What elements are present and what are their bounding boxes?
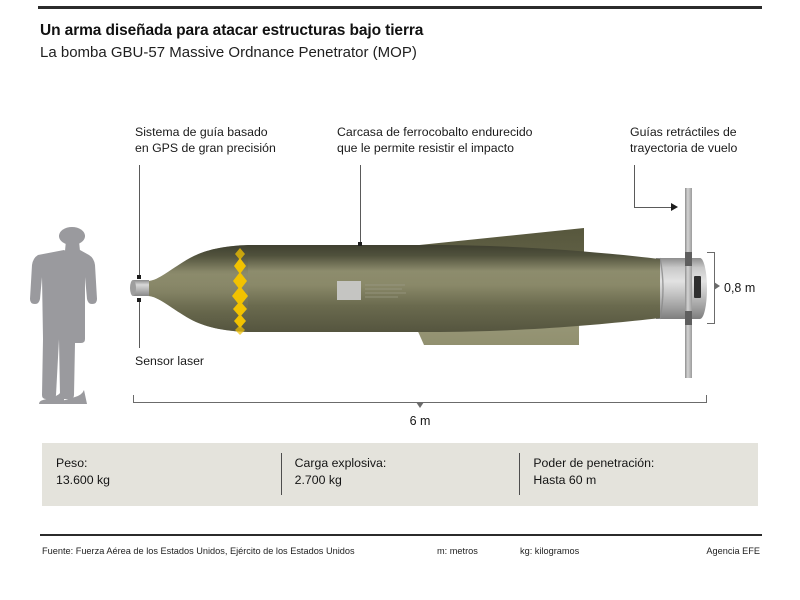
annotation-gps-guidance: Sistema de guía basado en GPS de gran pr… [135, 124, 276, 156]
stencil-label-patch [337, 281, 361, 300]
footer-unit-meters: m: metros [437, 546, 478, 556]
leader-line-casing [360, 165, 361, 244]
human-scale-silhouette [30, 227, 97, 404]
page-title: Un arma diseñada para atacar estructuras… [40, 22, 424, 39]
annotation-casing-line1: Carcasa de ferrocobalto endurecido [337, 125, 533, 139]
leader-dot-laser [137, 298, 141, 302]
tail-cylinder [656, 258, 700, 319]
nose-cone-shading [148, 245, 248, 332]
spec-cell-explosive: Carga explosiva: 2.700 kg [280, 443, 520, 506]
laser-sensor-cap [130, 280, 136, 296]
leader-line-guides-horizontal [634, 207, 676, 208]
footer-unit-kilograms: kg: kilogramos [520, 546, 580, 556]
specifications-panel: Peso: 13.600 kg Carga explosiva: 2.700 k… [42, 443, 758, 506]
footer: Fuente: Fuerza Aérea de los Estados Unid… [42, 546, 760, 562]
spec-value-explosive: 2.700 kg [294, 473, 342, 487]
leader-line-gps [139, 165, 140, 277]
length-dimension-tick-left [133, 395, 134, 403]
leader-dot-casing [358, 242, 362, 246]
page-subtitle: La bomba GBU-57 Massive Ordnance Penetra… [40, 44, 417, 61]
guide-strake-lower-joint [685, 311, 692, 325]
yellow-marking-band [232, 248, 248, 335]
annotation-flight-guides: Guías retráctiles de trayectoria de vuel… [630, 124, 737, 156]
annotation-gps-line2: en GPS de gran precisión [135, 141, 276, 155]
spec-label-explosive: Carga explosiva: [294, 456, 387, 470]
tail-cylinder-seam [659, 257, 664, 320]
length-dimension-notch [416, 402, 424, 408]
bomb-body [148, 245, 660, 332]
footer-rule [40, 534, 762, 536]
upper-tail-fin [400, 228, 584, 281]
annotation-guides-line2: trayectoria de vuelo [630, 141, 738, 155]
spec-cell-penetration: Poder de penetración: Hasta 60 m [519, 443, 758, 506]
height-dimension-notch [714, 282, 720, 290]
length-dimension-label: 6 m [409, 414, 431, 428]
spec-value-penetration: Hasta 60 m [533, 473, 597, 487]
top-rule [38, 6, 762, 9]
leader-arrow-guides [671, 203, 678, 211]
annotation-casing: Carcasa de ferrocobalto endurecido que l… [337, 124, 533, 156]
annotation-guides-line1: Guías retráctiles de [630, 125, 737, 139]
spec-label-weight: Peso: [56, 456, 88, 470]
laser-sensor-tip [133, 280, 149, 296]
annotation-laser-line1: Sensor laser [135, 354, 205, 368]
tail-endcap [693, 258, 707, 319]
annotation-laser-sensor: Sensor laser [135, 353, 204, 369]
tail-port [694, 276, 701, 298]
height-dimension-tick-bottom [707, 323, 715, 324]
footer-source: Fuente: Fuerza Aérea de los Estados Unid… [42, 546, 355, 556]
spec-label-penetration: Poder de penetración: [533, 456, 655, 470]
annotation-gps-line1: Sistema de guía basado [135, 125, 268, 139]
leader-line-guides-vertical [634, 165, 635, 208]
spec-cell-weight: Peso: 13.600 kg [42, 443, 281, 506]
leader-line-laser [139, 300, 140, 348]
spec-value-weight: 13.600 kg [56, 473, 111, 487]
annotation-casing-line2: que le permite resistir el impacto [337, 141, 515, 155]
length-dimension-tick-right [706, 395, 707, 403]
lower-tail-fin [404, 300, 579, 345]
stencil-text-lines [365, 284, 406, 298]
guide-strake-upper-joint [685, 252, 692, 266]
footer-agency: Agencia EFE [706, 546, 760, 556]
retractable-guide-strake [685, 188, 692, 378]
height-dimension-tick-top [707, 252, 715, 253]
leader-dot-gps [137, 275, 141, 279]
height-dimension-label: 0,8 m [724, 281, 756, 295]
